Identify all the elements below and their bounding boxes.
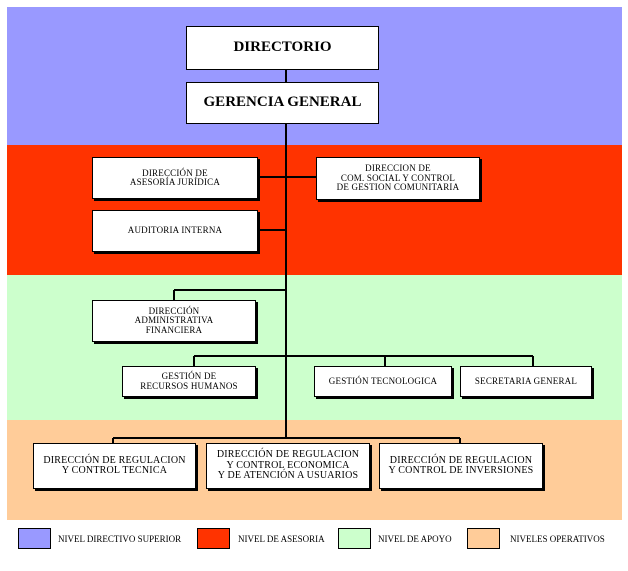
node-regulacion-inversiones: DIRECCIÓN DE REGULACION Y CONTROL DE INV… — [379, 443, 543, 489]
legend-swatch-apoyo — [338, 528, 371, 549]
node-secretaria-general: SECRETARIA GENERAL — [460, 366, 592, 397]
legend-label-asesoria: NIVEL DE ASESORIA — [238, 534, 325, 544]
legend-swatch-directivo — [18, 528, 51, 549]
legend-label-operativos: NIVELES OPERATIVOS — [510, 534, 605, 544]
node-gerencia-general: GERENCIA GENERAL — [186, 82, 379, 124]
legend-swatch-operativos — [467, 528, 500, 549]
node-regulacion-economica: DIRECCIÓN DE REGULACION Y CONTROL ECONOM… — [206, 443, 370, 489]
node-auditoria-interna: AUDITORIA INTERNA — [92, 210, 258, 252]
node-com-social: DIRECCION DE COM. SOCIAL Y CONTROL DE GE… — [316, 157, 480, 200]
node-gestion-tecnologica: GESTIÓN TECNOLOGICA — [314, 366, 452, 397]
legend-swatch-asesoria — [197, 528, 230, 549]
legend-label-apoyo: NIVEL DE APOYO — [378, 534, 452, 544]
node-asesoria-juridica: DIRECCIÓN DE ASESORÍA JURÍDICA — [92, 157, 258, 199]
node-directorio: DIRECTORIO — [186, 26, 379, 70]
node-regulacion-tecnica: DIRECCIÓN DE REGULACION Y CONTROL TECNIC… — [33, 443, 196, 489]
legend-label-directivo: NIVEL DIRECTIVO SUPERIOR — [58, 534, 182, 544]
node-direccion-administrativa: DIRECCIÓN ADMINISTRATIVA FINANCIERA — [92, 300, 256, 342]
node-recursos-humanos: GESTIÓN DE RECURSOS HUMANOS — [122, 366, 256, 397]
